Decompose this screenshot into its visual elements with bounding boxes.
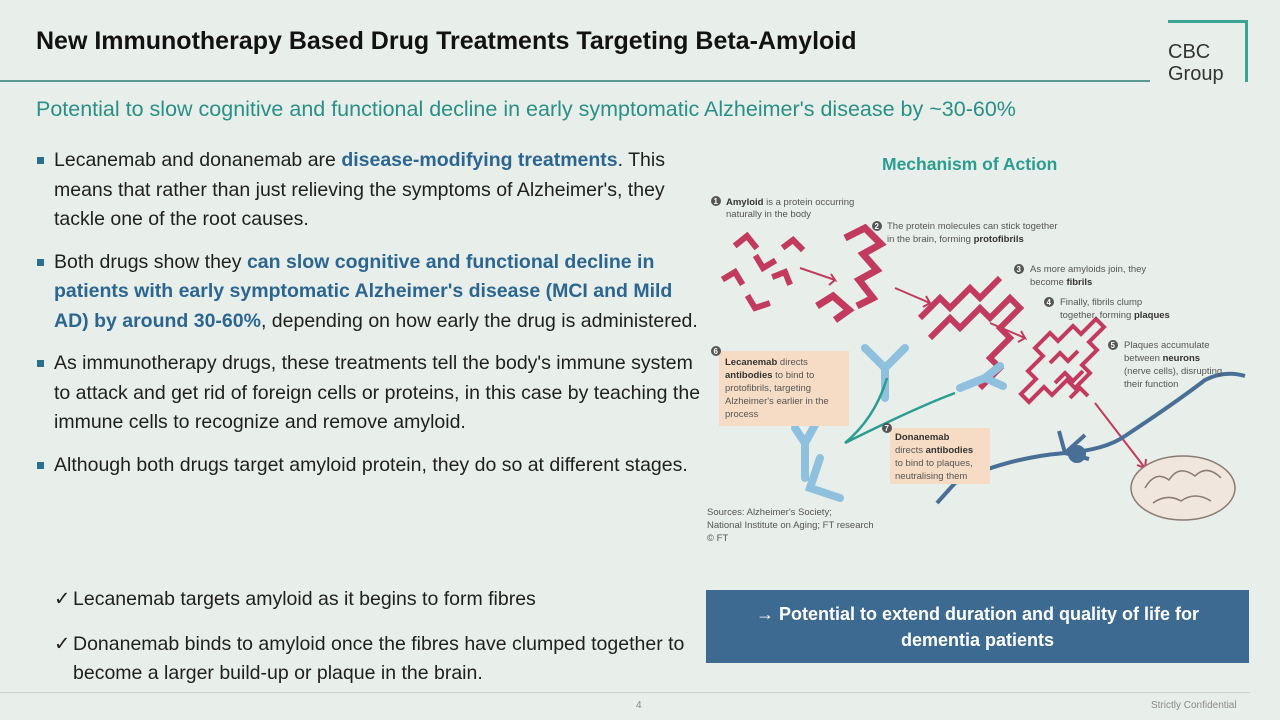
bullet-item: As immunotherapy drugs, these treatments… bbox=[36, 349, 706, 438]
bullet-text: Lecanemab and donanemab are bbox=[54, 149, 342, 171]
bullet-square-icon bbox=[37, 461, 44, 469]
check-text: Donanemab binds to amyloid once the fibr… bbox=[73, 633, 685, 684]
diagram-sources: Sources: Alzheimer's Society; National I… bbox=[707, 507, 874, 544]
svg-text:5: 5 bbox=[1111, 341, 1116, 350]
bullet-item: Both drugs show they can slow cognitive … bbox=[36, 248, 706, 337]
donanemab-label-box: 7 Donanemab directs antibodies to bind t… bbox=[882, 423, 990, 484]
bullet-text: Both drugs show they bbox=[54, 250, 247, 273]
amyloid-monomers bbox=[720, 231, 806, 312]
page-number: 4 bbox=[636, 700, 642, 711]
svg-text:3: 3 bbox=[1017, 265, 1022, 274]
check-text: Lecanemab targets amyloid as it begins t… bbox=[73, 588, 536, 610]
step-3-label: 3 As more amyloids join, they become fib… bbox=[1014, 264, 1146, 288]
bullet-square-icon bbox=[37, 360, 44, 367]
diagram-title: Mechanism of Action bbox=[882, 154, 1058, 174]
logo-line-2: Group bbox=[1168, 63, 1224, 85]
svg-text:6: 6 bbox=[714, 347, 719, 356]
svg-text:7: 7 bbox=[885, 424, 890, 433]
step-4-label: 4 Finally, fibrils clump together, formi… bbox=[1044, 297, 1170, 321]
svg-text:Sources: Alzheimer's Society;: Sources: Alzheimer's Society; bbox=[707, 507, 832, 518]
svg-text:together, forming plaques: together, forming plaques bbox=[1060, 310, 1170, 321]
svg-text:directs antibodies: directs antibodies bbox=[895, 445, 973, 456]
bullet-square-icon bbox=[37, 258, 44, 266]
bullet-highlight: can slow cognitive and functional declin… bbox=[54, 250, 673, 332]
plaque-shape bbox=[1018, 316, 1107, 405]
callout-box: → Potential to extend duration and quali… bbox=[706, 590, 1249, 663]
svg-text:2: 2 bbox=[875, 222, 880, 231]
fibril-shape bbox=[917, 275, 1025, 391]
bullet-text-end: , depending on how early the drug is adm… bbox=[260, 309, 698, 332]
svg-text:become fibrils: become fibrils bbox=[1030, 277, 1092, 288]
svg-text:(nerve cells), disrupting: (nerve cells), disrupting bbox=[1124, 366, 1222, 377]
svg-text:between neurons: between neurons bbox=[1124, 353, 1200, 364]
step-1-label: 1 Amyloid is a protein occurring natural… bbox=[711, 196, 854, 220]
bullet-item: Lecanemab and donanemab are disease-modi… bbox=[36, 146, 706, 235]
teal-arrows bbox=[844, 377, 956, 445]
callout-line-2: dementia patients bbox=[900, 630, 1055, 650]
bullet-item: Although both drugs target amyloid prote… bbox=[36, 451, 706, 481]
svg-text:Plaques accumulate: Plaques accumulate bbox=[1124, 340, 1210, 351]
logo-line-1: CBC bbox=[1168, 41, 1211, 63]
svg-text:© FT: © FT bbox=[707, 533, 728, 544]
step-5-label: 5 Plaques accumulate between neurons (ne… bbox=[1108, 340, 1222, 390]
antibody-icons bbox=[791, 344, 1007, 502]
step-2-label: 2 The protein molecules can stick togeth… bbox=[872, 221, 1058, 245]
svg-text:neutralising them: neutralising them bbox=[895, 471, 967, 482]
cbc-logo: CBC Group bbox=[1160, 20, 1248, 85]
bullet-text-end: . This means that rather than just relie… bbox=[54, 149, 665, 230]
title-divider bbox=[0, 80, 1150, 82]
svg-text:Lecanemab directs: Lecanemab directs bbox=[725, 357, 808, 368]
svg-text:antibodies to bind to: antibodies to bind to bbox=[725, 370, 814, 381]
bullet-highlight: disease-modifying treatments bbox=[341, 149, 618, 171]
check-item: ✓Donanemab binds to amyloid once the fib… bbox=[54, 630, 714, 688]
svg-text:1: 1 bbox=[714, 197, 719, 206]
brain-icon bbox=[1130, 455, 1236, 521]
svg-text:4: 4 bbox=[1047, 298, 1052, 307]
lecanemab-label-box: 6 Lecanemab directs antibodies to bind t… bbox=[711, 346, 849, 426]
svg-text:Donanemab: Donanemab bbox=[895, 432, 950, 443]
slide-subtitle: Potential to slow cognitive and function… bbox=[36, 97, 1016, 121]
svg-text:protofibrils, targeting: protofibrils, targeting bbox=[725, 383, 811, 394]
svg-text:in the brain, forming protofib: in the brain, forming protofibrils bbox=[887, 234, 1024, 245]
bullet-text: Although both drugs target amyloid prote… bbox=[54, 453, 688, 476]
svg-text:their function: their function bbox=[1124, 379, 1178, 390]
svg-text:The protein molecules can stic: The protein molecules can stick together bbox=[887, 221, 1058, 232]
svg-text:Alzheimer's earlier in the: Alzheimer's earlier in the bbox=[725, 396, 829, 407]
confidential-label: Strictly Confidential bbox=[1151, 700, 1237, 711]
svg-text:to bind to plaques,: to bind to plaques, bbox=[895, 458, 973, 469]
check-list: ✓Lecanemab targets amyloid as it begins … bbox=[54, 585, 714, 704]
svg-text:Amyloid is a protein occurring: Amyloid is a protein occurring bbox=[726, 197, 854, 208]
logo-bar-right bbox=[1245, 20, 1248, 82]
callout-line-1: → Potential to extend duration and quali… bbox=[755, 604, 1199, 624]
bullet-text: As immunotherapy drugs, these treatments… bbox=[54, 352, 701, 433]
mechanism-diagram: 1 Amyloid is a protein occurring natural… bbox=[707, 196, 1246, 544]
svg-text:process: process bbox=[725, 409, 759, 420]
protofibril-shape bbox=[815, 223, 887, 323]
bullet-list: Lecanemab and donanemab are disease-modi… bbox=[36, 146, 706, 493]
svg-text:Finally, fibrils clump: Finally, fibrils clump bbox=[1060, 297, 1142, 308]
bullet-square-icon bbox=[37, 157, 44, 164]
footer-divider bbox=[0, 692, 1250, 693]
checkmark-icon: ✓ bbox=[54, 588, 71, 610]
svg-text:naturally in the body: naturally in the body bbox=[726, 209, 811, 220]
svg-text:As more amyloids join, they: As more amyloids join, they bbox=[1030, 264, 1146, 275]
checkmark-icon: ✓ bbox=[54, 633, 71, 655]
logo-bar-top bbox=[1168, 20, 1248, 23]
slide-title: New Immunotherapy Based Drug Treatments … bbox=[36, 27, 857, 55]
check-item: ✓Lecanemab targets amyloid as it begins … bbox=[54, 585, 714, 614]
svg-text:National Institute on Aging; F: National Institute on Aging; FT research bbox=[707, 520, 874, 531]
